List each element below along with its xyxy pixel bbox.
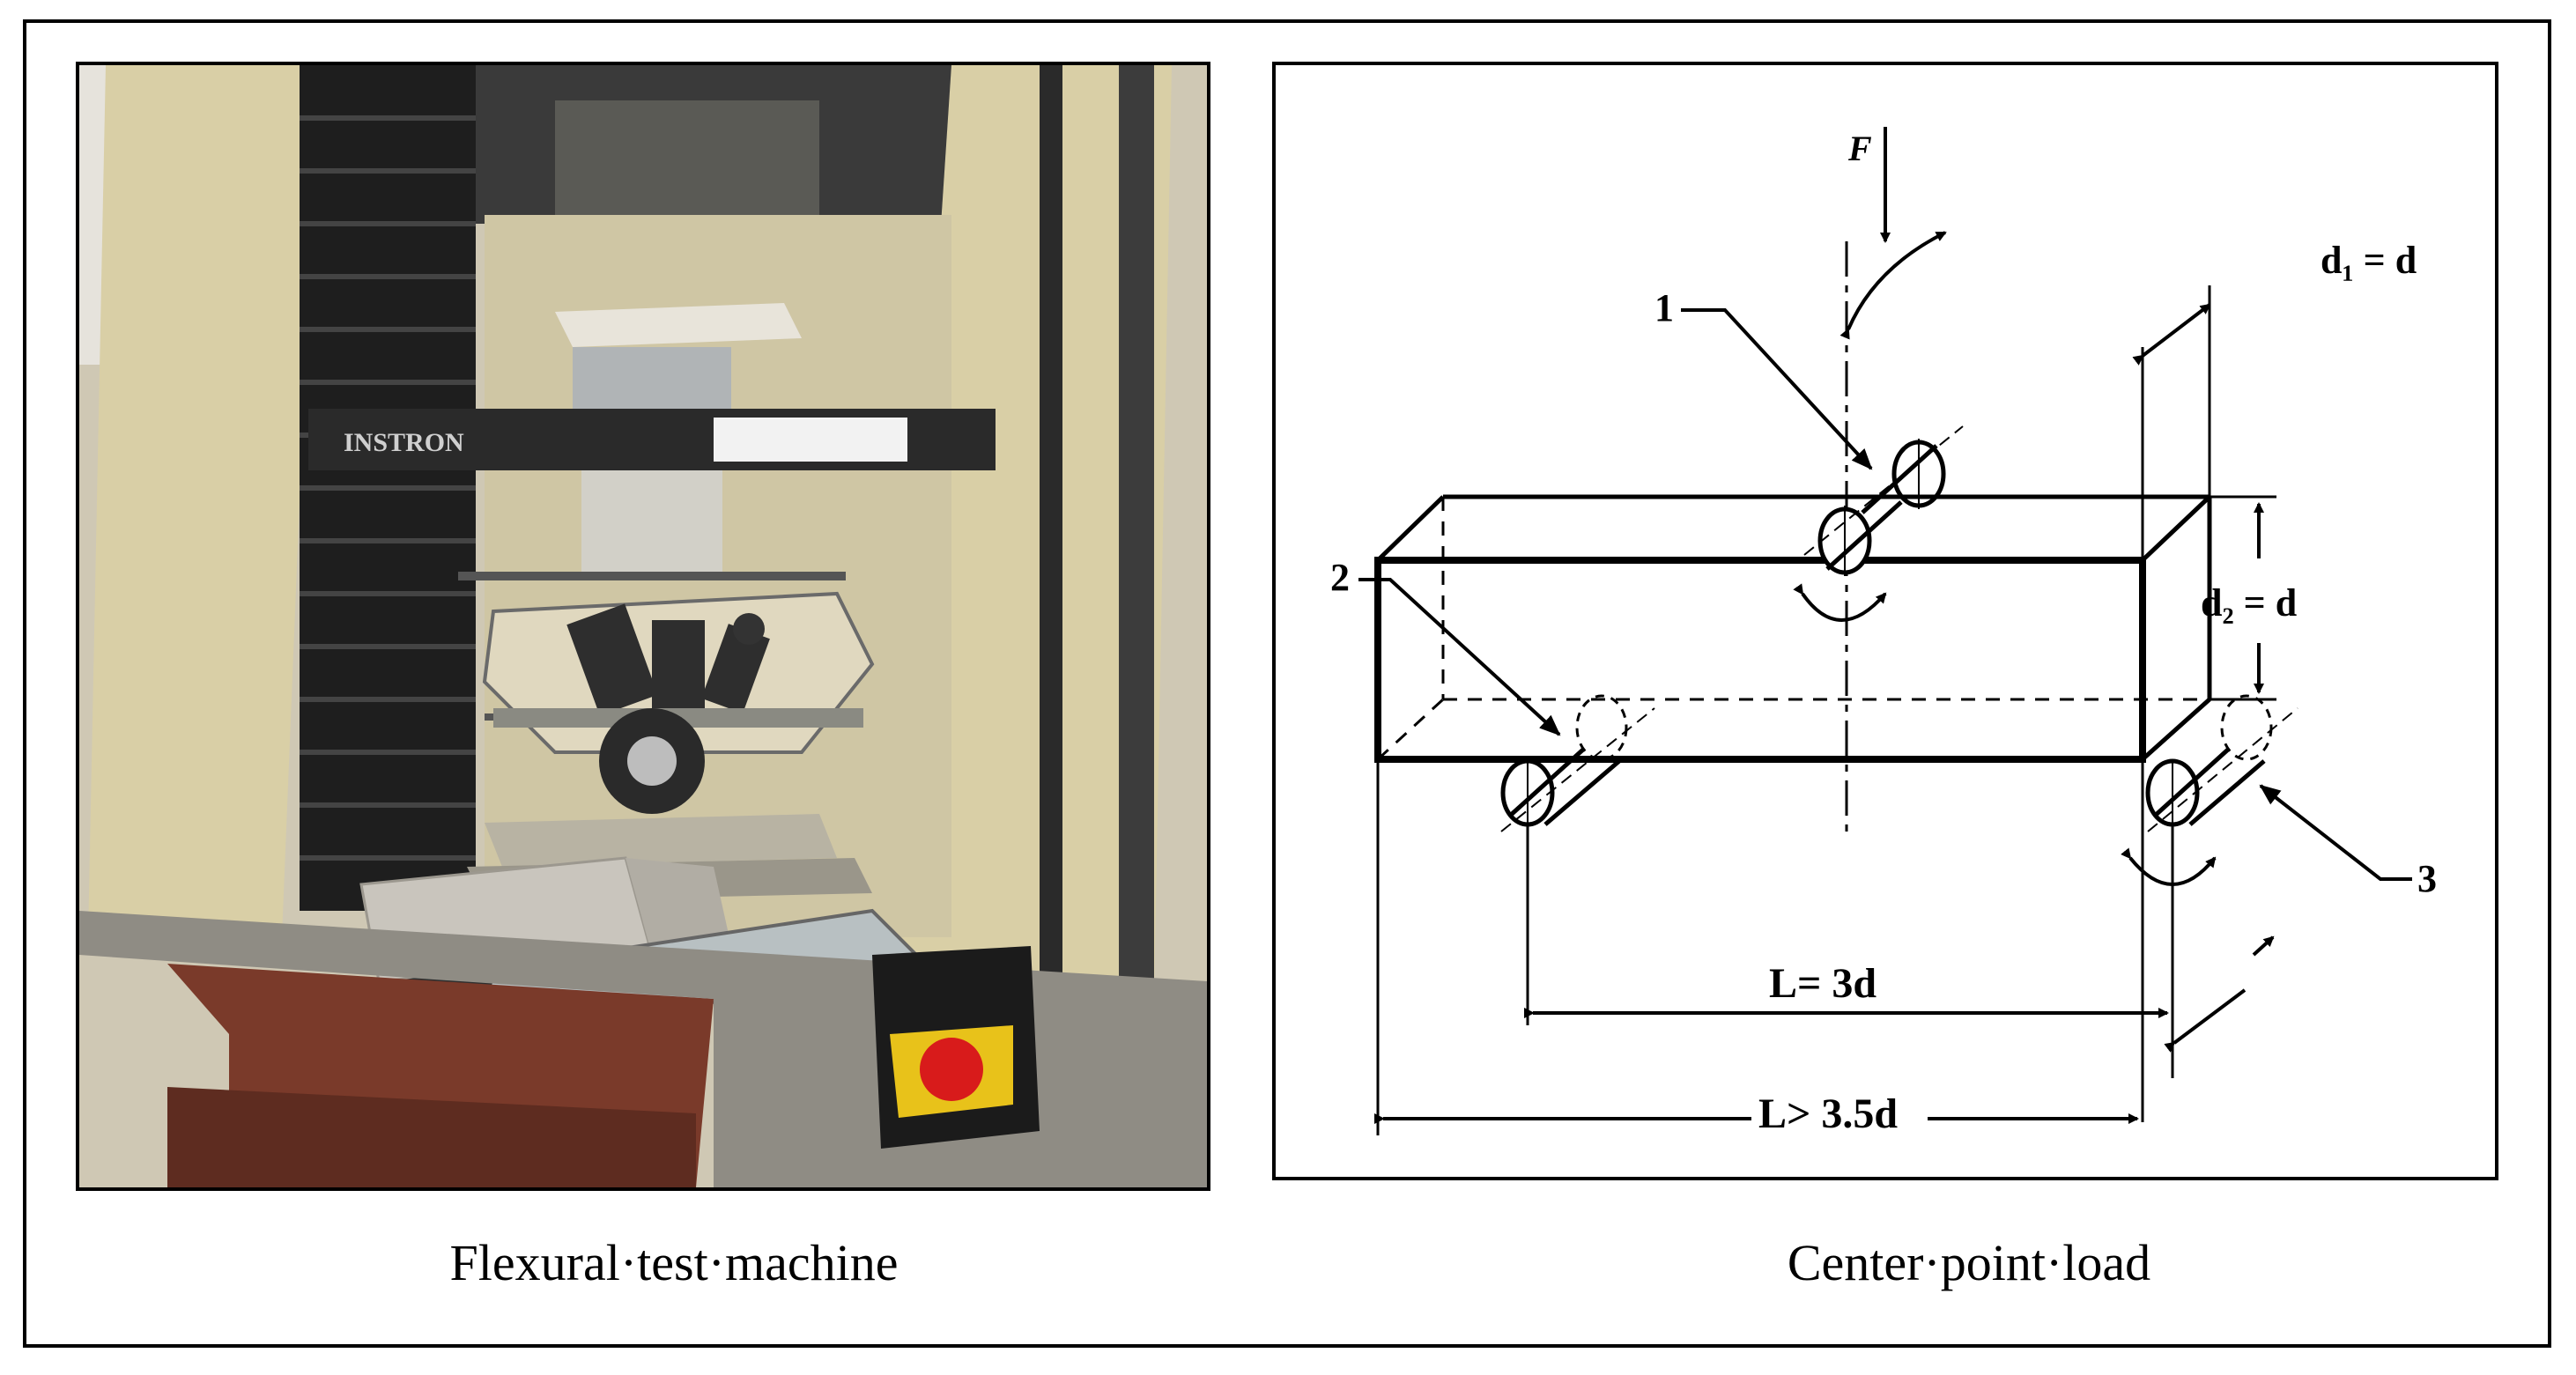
instron-label: INSTRON	[344, 428, 464, 457]
callout-3-label: 3	[2417, 857, 2437, 900]
loading-roller	[1803, 425, 1964, 576]
emergency-stop	[872, 946, 1040, 1149]
guide-rod	[1040, 65, 1062, 990]
machine-illustration: INSTRON	[79, 65, 1207, 1187]
d2-label: d₂ = d	[2201, 581, 2297, 625]
diagram-svg: F 1 2 3 d₁ = d d₂ = d L= 3d	[1330, 127, 2437, 1137]
rotation-arrow-center	[1793, 583, 1887, 622]
right-column	[890, 65, 1172, 999]
beam-front-face	[1374, 557, 2146, 763]
d1-label: d₁ = d	[2321, 239, 2417, 282]
right-support-roller	[2145, 694, 2298, 832]
length-label: L> 3.5d	[1758, 1090, 1898, 1137]
load-cell	[581, 470, 722, 576]
lower-plate	[485, 814, 837, 867]
callout-3-leader	[2259, 784, 2412, 881]
callout-2-leader	[1358, 578, 1561, 736]
left-bellows	[300, 65, 476, 911]
center-point-load-diagram: F 1 2 3 d₁ = d d₂ = d L= 3d	[1272, 62, 2498, 1180]
span-label: L= 3d	[1769, 960, 1876, 1007]
left-support-roller	[1500, 694, 1655, 832]
left-column	[88, 65, 317, 937]
callout-2-label: 2	[1330, 556, 1350, 599]
caption-flexural-test-machine: Flexural·test·machine	[449, 1234, 899, 1291]
rotation-arrow-top	[1839, 231, 1947, 340]
loading-head	[566, 603, 770, 716]
shelf	[555, 303, 802, 347]
test-beam	[1374, 494, 2212, 763]
callout-1-leader	[1681, 308, 1873, 470]
flexural-test-machine-photo: INSTRON	[76, 62, 1210, 1191]
force-label: F	[1847, 129, 1872, 168]
caption-center-point-load: Center·point·load	[1787, 1234, 2151, 1291]
d1-dimension-arrow	[2132, 303, 2211, 366]
callout-1-label: 1	[1654, 286, 1674, 329]
